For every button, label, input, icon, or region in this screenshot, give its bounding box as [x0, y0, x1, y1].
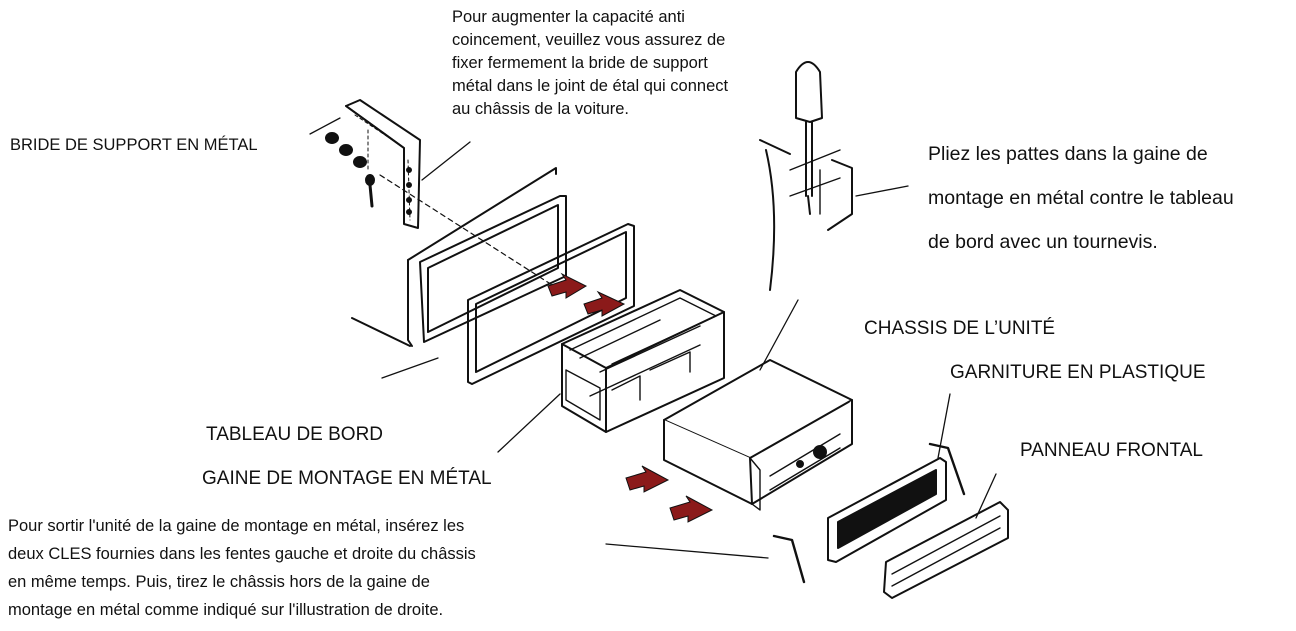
metal-sleeve-drawing — [561, 289, 725, 433]
bracket-screws-drawing — [325, 129, 561, 291]
plastic-trim-drawing — [827, 457, 947, 563]
caption-top: Pour augmenter la capacité anti coinceme… — [452, 6, 804, 121]
caption-right-line: de bord avec un tournevis. — [928, 231, 1158, 253]
caption-right-line: montage en métal contre le tableau — [928, 187, 1234, 209]
caption-bottom-line: deux CLES fournies dans les fentes gauch… — [8, 545, 476, 563]
caption-right: Pliez les pattes dans la gaine de montag… — [928, 132, 1292, 264]
caption-top-line: Pour augmenter la capacité anti — [452, 8, 685, 26]
label-bracket: BRIDE DE SUPPORT EN MÉTAL — [10, 136, 258, 154]
caption-right-line: Pliez les pattes dans la gaine de — [928, 143, 1208, 165]
caption-bottom-line: montage en métal comme indiqué sur l'ill… — [8, 601, 444, 619]
caption-top-line: métal dans le joint de étal qui connect — [452, 77, 729, 95]
caption-bottom-line: en même temps. Puis, tirez le châssis ho… — [8, 573, 430, 591]
label-front-panel: PANNEAU FRONTAL — [1020, 440, 1203, 461]
label-chassis: CHASSIS DE L’UNITÉ — [864, 318, 1056, 339]
label-sleeve: GAINE DE MONTAGE EN MÉTAL — [202, 468, 492, 489]
label-trim: GARNITURE EN PLASTIQUE — [950, 362, 1206, 383]
caption-top-line: coincement, veuillez vous assurez de — [452, 31, 726, 49]
insertion-arrows — [547, 272, 714, 523]
metal-bracket-drawing — [345, 99, 421, 229]
caption-top-line: au châssis de la voiture. — [452, 100, 630, 118]
front-panel-drawing — [883, 501, 1009, 599]
dashboard-panel-drawing — [351, 167, 567, 347]
caption-bottom: Pour sortir l'unité de la gaine de monta… — [8, 512, 574, 624]
leader-lines — [309, 117, 997, 559]
label-dashboard: TABLEAU DE BORD — [206, 424, 384, 445]
removal-keys-drawing — [772, 442, 966, 584]
unit-chassis-drawing — [663, 359, 853, 511]
screwdriver-inset-drawing — [759, 61, 853, 291]
trim-plate-drawing — [467, 223, 635, 385]
caption-top-line: fixer fermement la bride de support — [452, 54, 708, 72]
caption-bottom-line: Pour sortir l'unité de la gaine de monta… — [8, 517, 465, 535]
